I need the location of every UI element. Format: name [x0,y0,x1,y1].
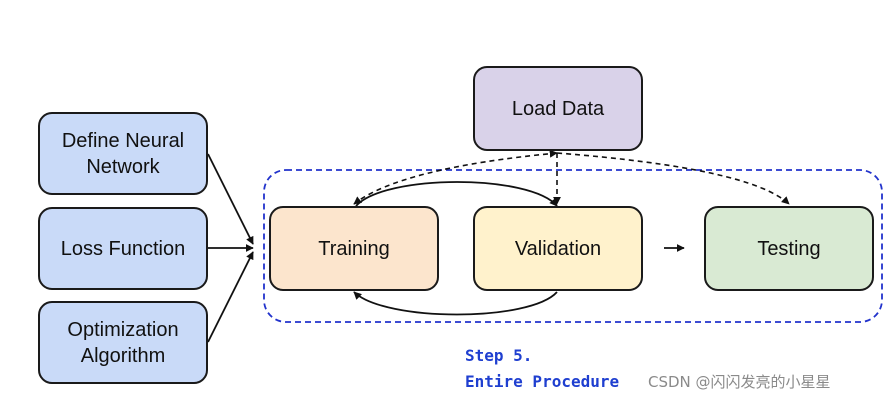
define-neural-network-box: Define Neural Network [38,112,208,195]
step-caption-line2: Entire Procedure [465,372,620,391]
define-neural-network-label: Define Neural Network [61,129,185,178]
optimization-algorithm-label: Optimization Algorithm [67,318,179,367]
arrow-validation-to-training [353,291,558,316]
load-data-label: Load Data [511,97,605,120]
testing-box: Testing [704,206,874,291]
watermark: CSDN @闪闪发亮的小星星 [648,373,831,391]
validation-label: Validation [514,237,602,260]
step-caption-line1: Step 5. [465,346,533,365]
optimization-algorithm-box: Optimization Algorithm [38,301,208,384]
load-data-box: Load Data [473,66,643,151]
training-box: Training [269,206,439,291]
validation-box: Validation [473,206,643,291]
loss-function-label: Loss Function [60,237,186,260]
testing-label: Testing [757,237,821,260]
training-label: Training [318,237,390,260]
arrow-define-to-procedure [207,153,254,245]
procedure-boundary [263,169,883,323]
arrow-training-to-validation [355,181,558,207]
arrow-load-to-training [353,149,558,205]
step-caption: Step 5. Entire Procedure [465,343,619,395]
arrow-optim-to-procedure [207,251,254,343]
loss-function-box: Loss Function [38,207,208,290]
arrow-load-to-testing [556,152,790,205]
